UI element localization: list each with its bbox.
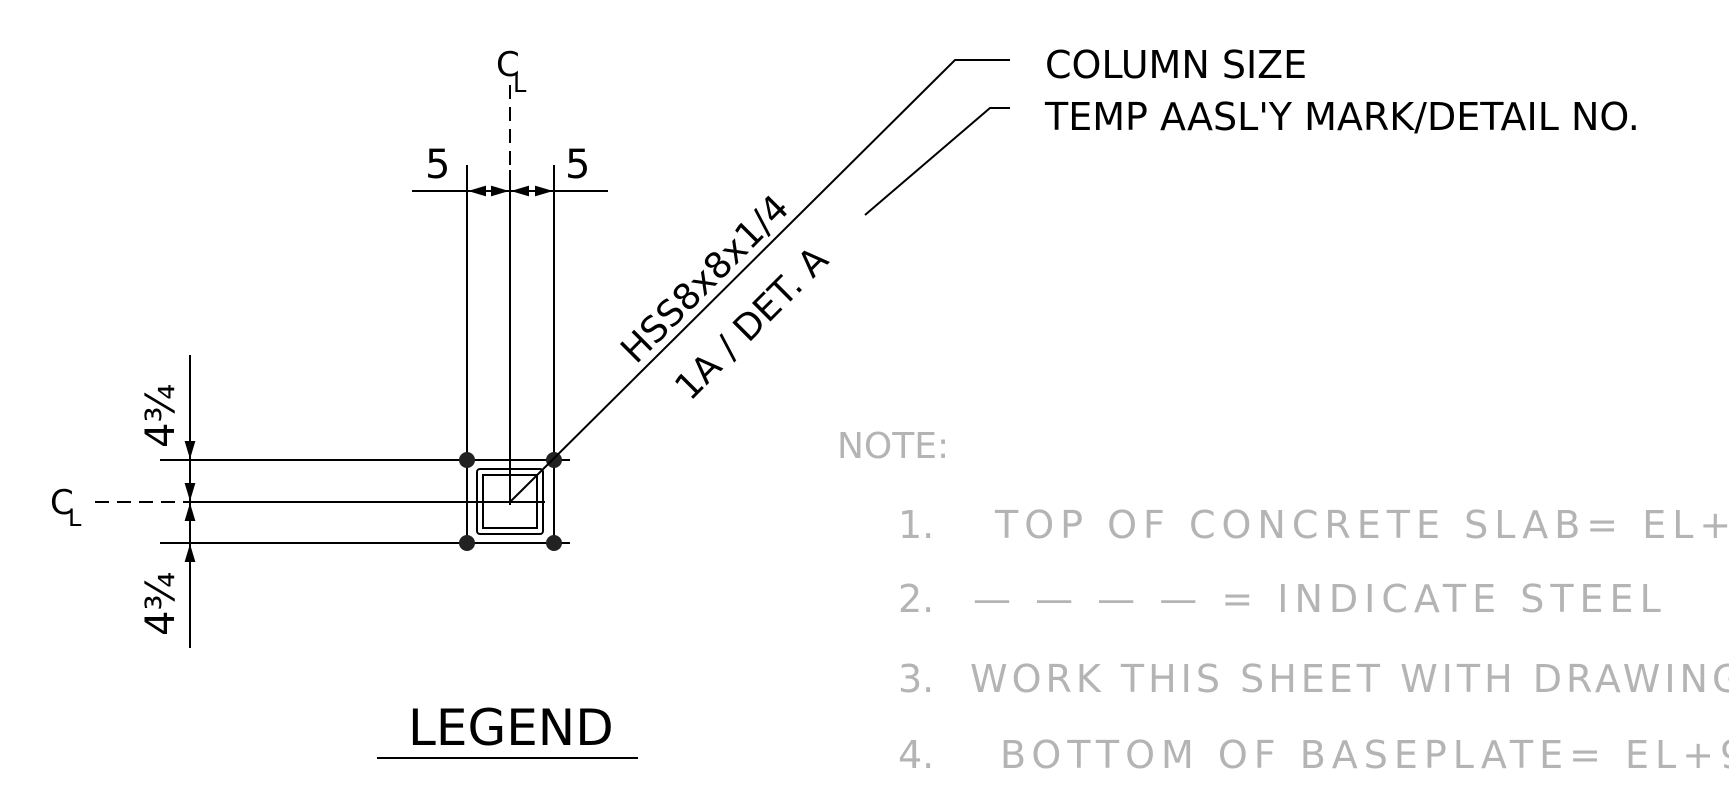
centerline-symbol-left: C — [50, 483, 74, 523]
anchor-bolt — [459, 535, 475, 551]
centerline-symbol-left-l: L — [68, 504, 82, 532]
note-3-text: WORK THIS SHEET WITH DRAWING — [970, 657, 1729, 701]
note-3-number: 3. — [898, 657, 934, 701]
dim-top-value: 4¾ — [138, 384, 184, 448]
leader-mark-detail — [864, 107, 1010, 216]
centerline-symbol-top-l: L — [513, 70, 527, 98]
callout-column-size: COLUMN SIZE — [1045, 43, 1307, 87]
note-2-text: — — — — = INDICATE STEEL — [973, 577, 1667, 621]
note-1-number: 1. — [898, 503, 934, 547]
note-2-number: 2. — [898, 577, 934, 621]
anchor-bolt — [459, 452, 475, 468]
leader-column-size — [509, 59, 1010, 503]
dim-right-value: 5 — [565, 142, 590, 188]
base-plate — [466, 459, 555, 544]
hss-column-outer — [476, 468, 544, 535]
note-1-text: TOP OF CONCRETE SLAB= EL+ — [994, 503, 1729, 547]
note-4-number: 4. — [898, 733, 934, 777]
callout-mark-detail: TEMP AASL'Y MARK/DETAIL NO. — [1044, 95, 1640, 139]
dim-left-value: 5 — [425, 142, 450, 188]
note-4-text: BOTTOM OF BASEPLATE= EL+9 — [1000, 733, 1729, 777]
notes-heading: NOTE: — [837, 426, 949, 467]
hss-column-inner — [482, 474, 538, 529]
legend-title: LEGEND — [408, 699, 614, 757]
anchor-bolt — [546, 452, 562, 468]
anchor-bolt — [546, 535, 562, 551]
dim-bottom-value: 4¾ — [138, 572, 184, 636]
centerline-symbol-top: C — [496, 45, 520, 85]
